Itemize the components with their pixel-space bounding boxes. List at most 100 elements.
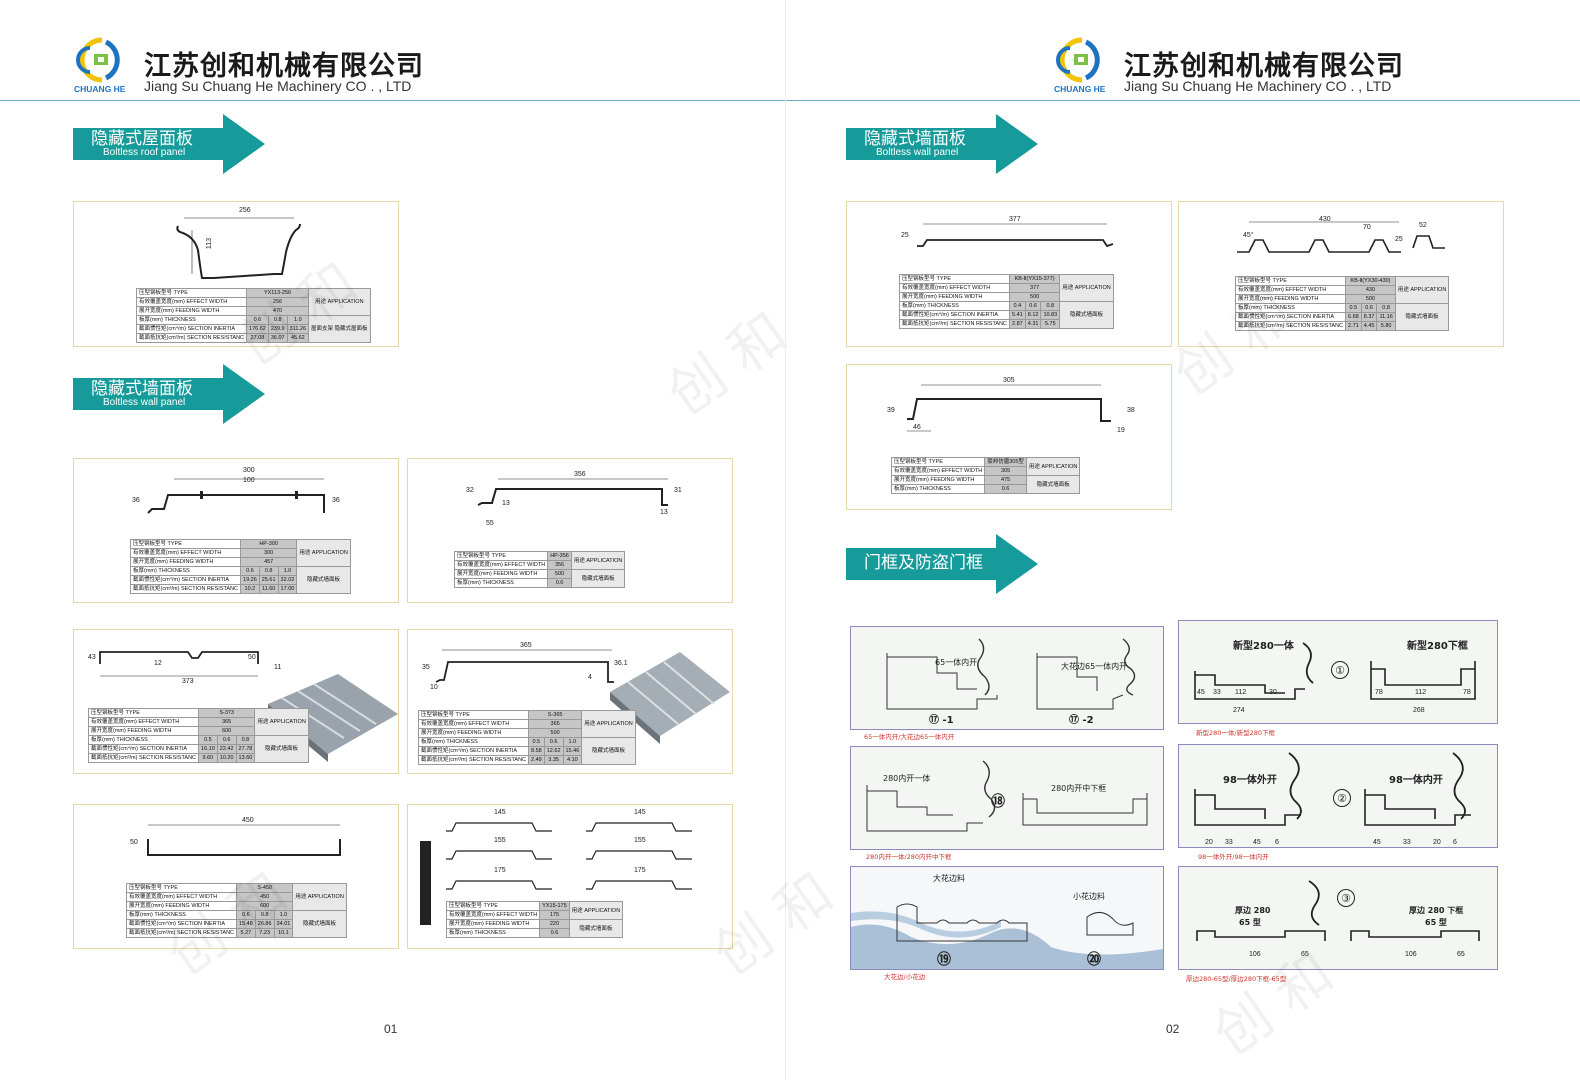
door-frame-19-20: 大花边料 小花边料 ⑲ ⑳ (850, 866, 1164, 970)
door-frame-new-280: 新型280一体 新型280下框 ① 45 33 112 30 274 78 11… (1178, 620, 1498, 724)
company-name-cn: 江苏创和机械有限公司 (144, 51, 424, 82)
door-caption: 大花边/小花边 (884, 973, 926, 981)
spec-cell: 500 (1009, 292, 1061, 302)
dimension-label: 356 (574, 471, 586, 478)
spec-cell: 有效覆盖宽度(mm) EFFECT WIDTH (898, 283, 1011, 293)
spec-cell: HP-356 (547, 551, 572, 561)
spec-cell: 隐藏式墙面板 (568, 919, 624, 938)
dimension-label: 25 (1395, 236, 1403, 243)
spec-cell: 1.0 (562, 737, 583, 747)
spec-cell: 2.71 (1345, 321, 1362, 331)
spec-cell: 475 (984, 475, 1027, 485)
spec-cell: 12.62 (543, 746, 564, 756)
spec-cell: 截面抵抗矩(cm³/m) SECTION RESISTANC (898, 319, 1011, 329)
spec-cell: 隐藏式墙面板 (570, 569, 626, 588)
door-number: ③ (1337, 889, 1355, 907)
spec-cell: 用途 APPLICATION (292, 883, 347, 911)
door-label: 280内开中下框 (1051, 784, 1107, 793)
door-number: ⑳ (1087, 952, 1101, 968)
banner-title-cn: 隐藏式屋面板 (91, 129, 193, 149)
spec-cell: 隐藏式墙面板 (296, 566, 351, 594)
spec-cell: 19.26 (240, 575, 260, 585)
frame-drawing (896, 903, 1134, 942)
spec-cell: 4.10 (562, 755, 583, 765)
spec-cell: 用途 APPLICATION (570, 551, 626, 570)
spec-cell: 365 (198, 717, 256, 727)
spec-cell: 隐藏式墙面板 (581, 737, 636, 765)
dimension-label: 4 (588, 674, 592, 681)
door-label: 65 型 (1425, 918, 1447, 927)
dimension-label: 36 (332, 497, 340, 504)
spec-cell: 豪邦仿唐305型 (984, 457, 1027, 467)
spec-cell: 10.1 (273, 928, 294, 938)
spec-cell: 展开宽度(mm) FEEDING WIDTH (898, 292, 1011, 302)
spec-cell: 压型钢板型号 TYPE (453, 551, 549, 561)
dimension-label: 19 (1117, 427, 1125, 434)
spec-cell: 27.78 (235, 744, 256, 754)
spec-cell: 板厚(mm) THICKNESS (87, 735, 200, 745)
door-frame-18: 280内开一体 280内开中下框 ⑱ (850, 746, 1164, 850)
profile-drawing (907, 384, 1111, 432)
spec-cell: 隐藏式墙面板 (1394, 303, 1450, 331)
dimension-label: 106 (1405, 951, 1417, 958)
model-tag (420, 841, 431, 925)
door-label: 65一体内开 (935, 658, 978, 667)
door-number: ⑰ -2 (1069, 715, 1094, 726)
page-number: 01 (384, 1022, 398, 1036)
spec-cell: 截面抵抗矩(cm³/m) SECTION RESISTANC (135, 333, 248, 343)
door-label: 厚边 280 下框 (1409, 906, 1464, 915)
banner-title-cn: 隐藏式墙面板 (864, 129, 966, 149)
spec-cell: 0.8 (1376, 303, 1396, 313)
spec-cell: 0.5 (198, 735, 218, 745)
dimension-label: 35 (422, 664, 430, 671)
spec-cell: 0.6 (543, 737, 564, 747)
dimension-label: 46 (913, 424, 921, 431)
door-label: 98一体内开 (1389, 775, 1443, 786)
spec-cell: 5.80 (1376, 321, 1396, 331)
spec-cell: 隐藏式墙面板 (292, 910, 347, 938)
watermark: 创 和 (655, 300, 800, 429)
dimension-label: 45 (1197, 689, 1205, 696)
door-number: ⑲ (937, 952, 951, 968)
spec-cell: 0.6 (240, 566, 260, 576)
spec-cell: 截面抵抗矩(cm³/m) SECTION RESISTANC (87, 753, 200, 763)
door-label: 新型280一体 (1233, 641, 1294, 652)
header-rule (0, 100, 785, 101)
spec-cell: 8.12 (1024, 310, 1042, 320)
dimension-label: 112 (1415, 689, 1427, 696)
logo-text: CHUANG HE (74, 84, 126, 94)
spec-cell: 377 (1009, 283, 1061, 293)
spec-cell: 0.8 (258, 566, 279, 576)
spec-cell: 6.68 (1345, 312, 1362, 322)
spec-cell: 截面抵抗矩(cm³/m) SECTION RESISTANC (417, 755, 530, 765)
dimension-label: 373 (182, 678, 194, 685)
dimension-label: 65 (1457, 951, 1465, 958)
spec-cell: 9.60 (198, 753, 218, 763)
spec-cell: 500 (1345, 294, 1396, 304)
dimension-label: 33 (1213, 689, 1221, 696)
spec-cell: 300 (240, 548, 298, 558)
spec-cell: 压型钢板型号 TYPE (890, 457, 986, 467)
frame-drawing (866, 760, 1148, 832)
profile-drawing (917, 223, 1114, 248)
spec-cell: 压型钢板型号 TYPE (129, 539, 242, 549)
profile-drawing (176, 217, 301, 279)
dimension-label: 36 (132, 497, 140, 504)
spec-cell: 0.5 (528, 737, 545, 747)
spec-cell: 有效覆盖宽度(mm) EFFECT WIDTH (129, 548, 242, 558)
spec-cell: S-365 (528, 710, 583, 720)
spec-cell: 有效覆盖宽度(mm) EFFECT WIDTH (453, 560, 549, 570)
dimension-label: 33 (1403, 839, 1411, 846)
spec-cell: 0.8 (235, 735, 256, 745)
spec-cell: KB-Ⅱ(YX15-377) (1009, 274, 1061, 284)
frame-drawing (1196, 880, 1480, 941)
dimension-label: 377 (1009, 216, 1021, 223)
door-number: ② (1333, 789, 1351, 807)
door-label: 98一体外开 (1223, 775, 1277, 786)
